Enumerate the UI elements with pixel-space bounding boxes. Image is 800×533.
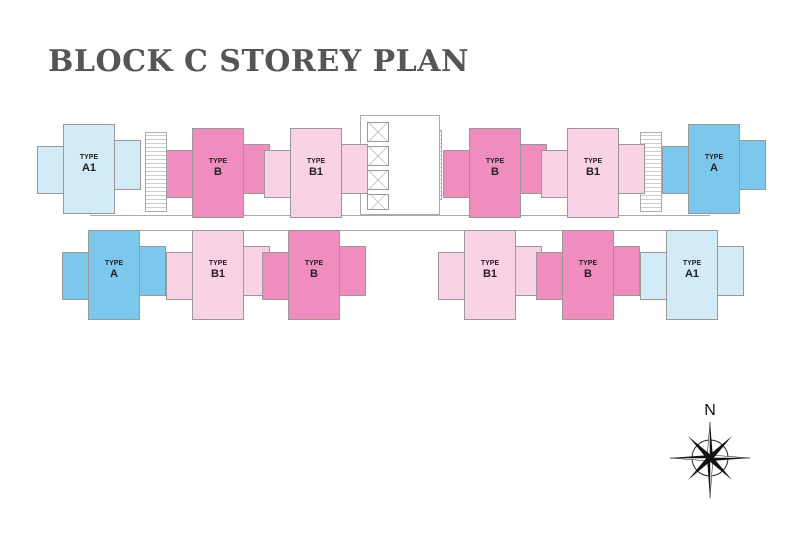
unit-type-word: TYPE (208, 260, 228, 267)
unit-type-code: B1 (210, 267, 226, 280)
unit-wing (610, 246, 640, 296)
unit-type-word: TYPE (304, 260, 324, 267)
unit-wing (336, 246, 366, 296)
unit-type-word: TYPE (104, 260, 124, 267)
unit-body (288, 230, 340, 320)
compass-rose-icon (669, 421, 751, 499)
lift-shaft (367, 122, 389, 142)
unit-type-word: TYPE (208, 158, 228, 165)
unit-type-word: TYPE (583, 158, 603, 165)
lift-shaft (367, 170, 389, 190)
unit-type-code: A1 (81, 161, 97, 174)
unit-body (688, 124, 740, 214)
unit-type-word: TYPE (306, 158, 326, 165)
unit-type-code: B (310, 267, 318, 280)
north-label: N (704, 402, 716, 419)
unit-body (290, 128, 342, 218)
unit-wing (136, 246, 166, 296)
unit-type-code: B (214, 165, 222, 178)
unit-type-word: TYPE (79, 154, 99, 161)
unit-wing (166, 252, 196, 300)
unit-type-word: TYPE (578, 260, 598, 267)
unit-type-code: B1 (482, 267, 498, 280)
unit-body (567, 128, 619, 218)
unit-type-code: A (710, 161, 718, 174)
unit-type-code: B1 (585, 165, 601, 178)
unit-type-word: TYPE (704, 154, 724, 161)
unit-wing (536, 252, 566, 300)
north-compass: N (668, 402, 752, 499)
unit-body (469, 128, 521, 218)
unit-type-word: TYPE (682, 260, 702, 267)
unit-body (192, 230, 244, 320)
unit-wing (338, 144, 368, 194)
unit-type-code: B1 (308, 165, 324, 178)
unit-body (88, 230, 140, 320)
unit-type-code: B (491, 165, 499, 178)
corridor (90, 215, 710, 231)
unit-wing (541, 150, 571, 198)
staircase (145, 132, 167, 212)
unit-wing (736, 140, 766, 190)
lift-core (360, 115, 440, 215)
lift-shaft (367, 194, 389, 210)
unit-body (464, 230, 516, 320)
unit-wing (662, 146, 692, 194)
unit-type-code: A1 (684, 267, 700, 280)
unit-body (192, 128, 244, 218)
unit-wing (714, 246, 744, 296)
unit-body (63, 124, 115, 214)
unit-body (562, 230, 614, 320)
page-title: BLOCK C STOREY PLAN (48, 44, 469, 79)
unit-type-code: B (584, 267, 592, 280)
unit-wing (615, 144, 645, 194)
unit-wing (640, 252, 670, 300)
lift-shaft (367, 146, 389, 166)
unit-type-word: TYPE (485, 158, 505, 165)
unit-type-word: TYPE (480, 260, 500, 267)
unit-body (666, 230, 718, 320)
unit-type-code: A (110, 267, 118, 280)
unit-wing (111, 140, 141, 190)
